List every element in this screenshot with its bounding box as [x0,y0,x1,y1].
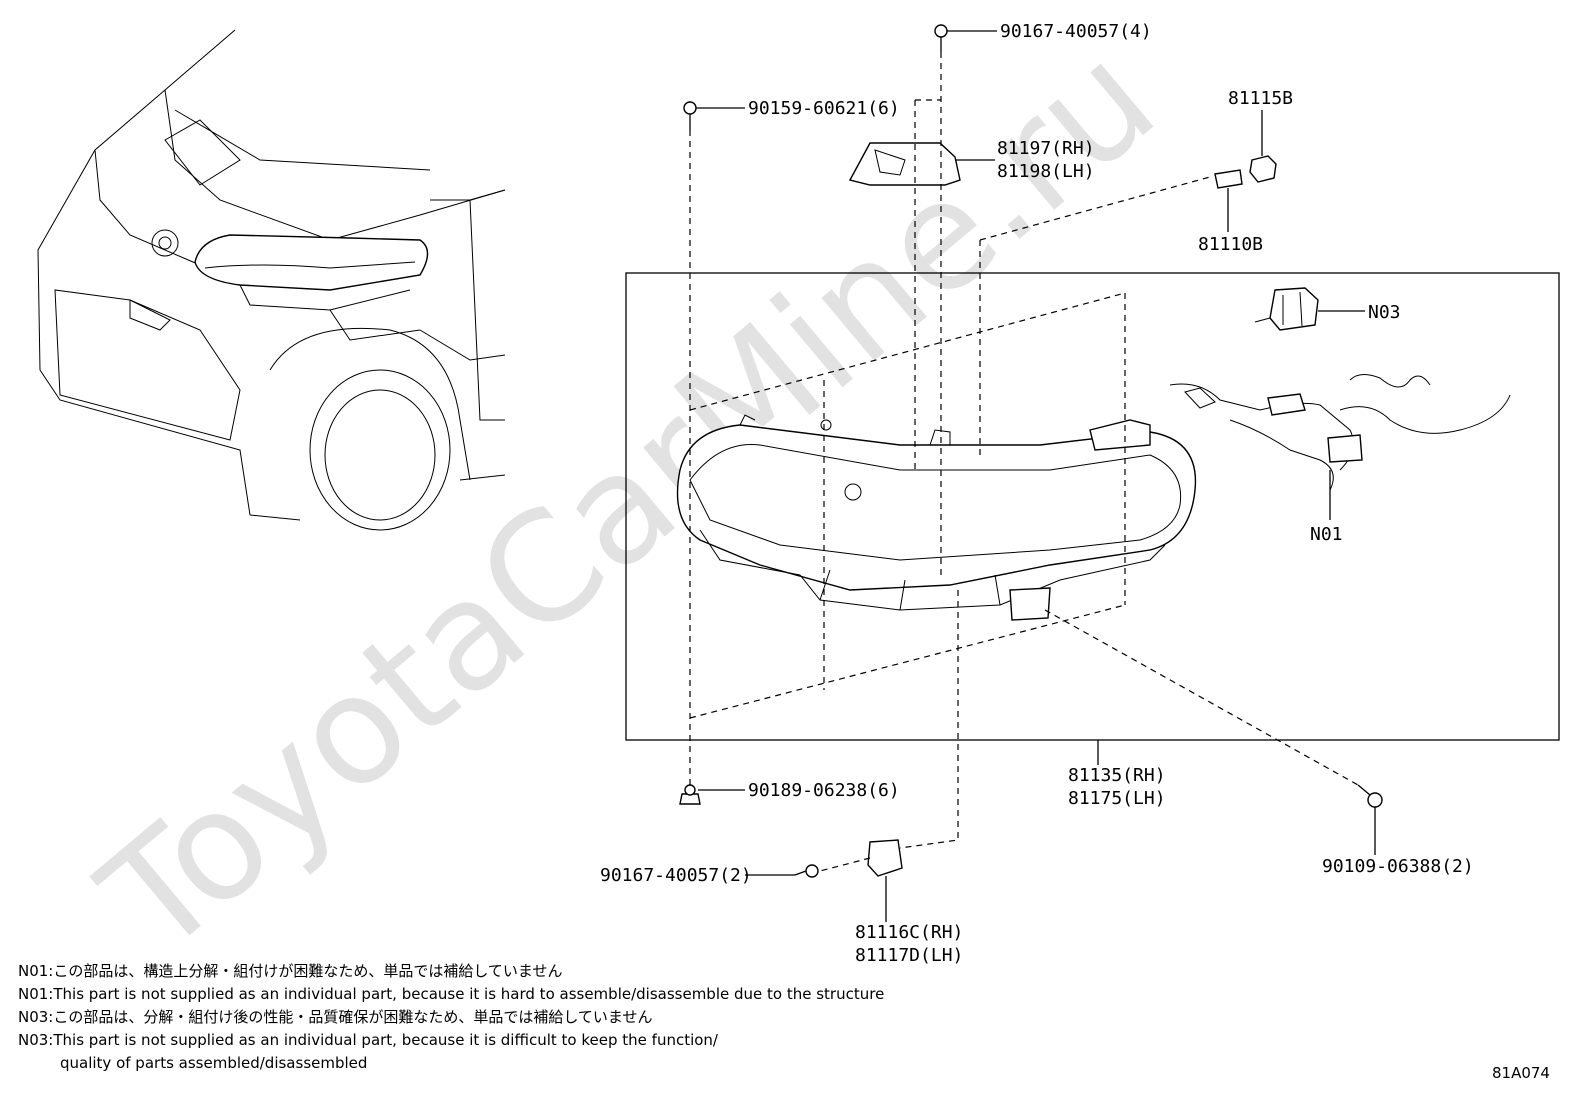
wire-harness-n01 [1169,374,1511,491]
note-n03-jp: N03:この部品は、分解・組付け後の性能・品質確保が困難なため、単品では補給して… [18,1008,652,1026]
headlamp-assembly-frame [625,272,1560,741]
headlamp-unit [676,414,1197,621]
label-clip-left: 90159-60621(6) [748,98,900,119]
vehicle-front-illustration [37,29,506,531]
label-screw-top: 90167-40057(4) [1000,21,1152,42]
bulb-81110b [1214,169,1243,189]
clip-left-icon [683,101,697,130]
label-lower-bracket-lh: 81117D(LH) [855,945,963,966]
label-lower-bracket-rh: 81116C(RH) [855,922,963,943]
leader-lines [696,30,1376,922]
diagram-code: 81A074 [1492,1064,1550,1082]
screw-bottom-right-icon [1357,784,1383,808]
label-screw-bottom-right: 90109-06388(2) [1322,856,1474,877]
note-n01-jp: N01:この部品は、構造上分解・組付けが困難なため、単品では補給していません [18,962,562,980]
lower-bracket-icon [867,839,903,877]
label-headlamp-lh: 81175(LH) [1068,788,1166,809]
label-n03: N03 [1368,302,1401,323]
label-n01: N01 [1310,524,1343,545]
note-n03-en-cont: quality of parts assembled/disassembled [60,1054,367,1072]
assembly-lines [689,52,1359,872]
label-headlamp-rh: 81135(RH) [1068,765,1166,786]
note-n01-en: N01:This part is not supplied as an indi… [18,985,884,1003]
label-bracket-rh: 81197(RH) [997,138,1095,159]
part-n03 [1254,287,1319,331]
label-bracket-lh: 81198(LH) [997,161,1095,182]
socket-81115b [1249,155,1277,183]
note-n03-en: N03:This part is not supplied as an indi… [18,1031,719,1049]
nut-bottom-icon [679,784,701,805]
label-screw-bottom-left: 90167-40057(2) [600,865,752,886]
screw-top-icon [934,24,948,52]
bracket-81197 [848,142,961,186]
label-socket: 81115B [1228,88,1293,109]
screw-bottom-left-icon [794,864,819,878]
label-nut-bottom: 90189-06238(6) [748,780,900,801]
label-bulb: 81110B [1198,234,1263,255]
